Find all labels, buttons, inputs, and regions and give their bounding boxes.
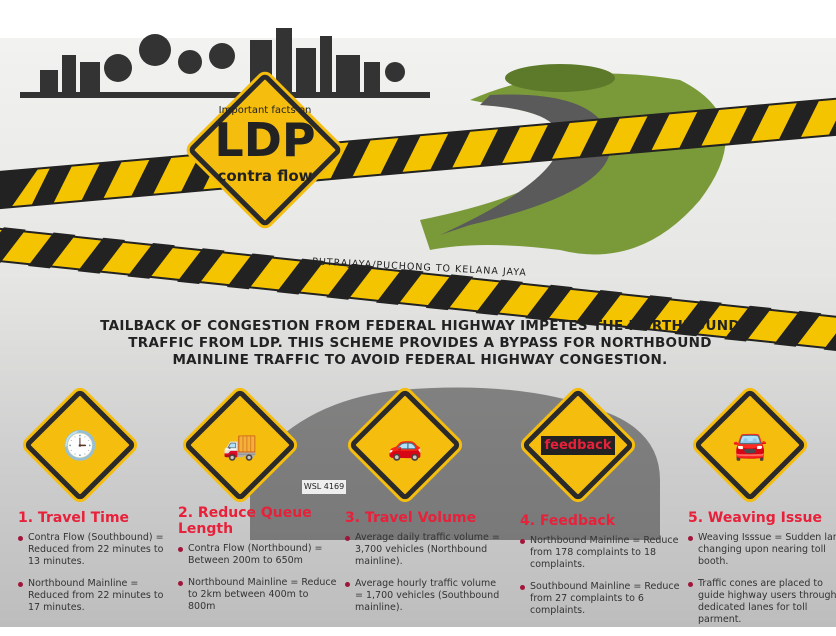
hero-title: LDP xyxy=(214,113,316,167)
tape-stripe xyxy=(579,117,621,158)
skidding-car-icon: 🚘 xyxy=(732,428,768,462)
tape-stripe xyxy=(778,100,820,140)
hero-sign: Important facts on LDP contra flow xyxy=(187,72,343,228)
tape-stripe xyxy=(0,169,23,210)
tape-stripe xyxy=(525,284,573,321)
license-plate: WSL 4169 xyxy=(302,480,346,494)
tape-stripe xyxy=(479,126,521,167)
tape-stripe xyxy=(773,310,822,347)
section-title: 4. Feedback xyxy=(520,513,616,529)
tape-stripe xyxy=(475,279,524,316)
list-item: Traffic cones are placed to guide highwa… xyxy=(688,578,836,626)
list-item: Southbound Mainline = Reduce from 27 com… xyxy=(520,581,680,617)
traffic-queue-icon: 🚚 xyxy=(222,428,258,462)
tape-stripe xyxy=(429,130,471,171)
tape-stripe xyxy=(629,113,670,154)
tape-stripe xyxy=(31,165,73,206)
tape-stripe xyxy=(330,139,372,180)
tape-stripe xyxy=(326,263,374,300)
list-item: Contra Flow (Northbound) = Between 200m … xyxy=(178,543,338,567)
tape-stripe xyxy=(425,274,474,311)
tape-stripe xyxy=(127,242,175,279)
tape-stripe xyxy=(674,300,722,337)
hero-small: Important facts on xyxy=(218,105,312,116)
city-skyline-icon xyxy=(20,28,430,98)
list-item: Northbound Mainline = Reduce from 178 co… xyxy=(520,535,680,571)
traffic-jam-icon: 🚗 xyxy=(387,428,423,462)
tape-stripe xyxy=(624,295,673,332)
headline: TAILBACK OF CONGESTION FROM FEDERAL HIGH… xyxy=(100,318,740,368)
tape-stripe xyxy=(823,316,836,352)
tape-stripe xyxy=(0,227,26,264)
list-item: Average daily traffic volume = 3,700 veh… xyxy=(345,532,505,568)
tape-stripe xyxy=(728,104,770,145)
feedback-icon: feedback xyxy=(541,410,615,480)
tape-stripe xyxy=(177,248,225,285)
tape-stripe xyxy=(77,237,126,274)
list-item: Northbound Mainline = Reduced from 22 mi… xyxy=(18,578,178,614)
tape-stripe xyxy=(226,253,275,290)
hero-subtitle: contra flow xyxy=(217,167,313,185)
tape-stripe xyxy=(376,269,424,305)
tape-stripe xyxy=(529,122,571,162)
tape-stripe xyxy=(574,290,623,326)
tape-stripe xyxy=(276,258,325,295)
car-clock-icon: 🕒 xyxy=(62,428,98,462)
tape-stripe xyxy=(724,305,772,342)
tape-stripe xyxy=(27,232,76,269)
tape-stripe xyxy=(380,135,421,175)
list-item: Weaving Isssue = Sudden lane changing up… xyxy=(688,532,836,568)
list-item: Average hourly traffic volume = 1,700 ve… xyxy=(345,578,505,614)
caution-tape xyxy=(0,95,836,352)
section-title: 2. Reduce Queue Length xyxy=(178,505,312,537)
section-title: 3. Travel Volume xyxy=(345,510,477,526)
section-title: 1. Travel Time xyxy=(18,510,130,526)
tape-stripe xyxy=(131,156,172,197)
section-title: 5. Weaving Issue xyxy=(688,510,822,526)
list-item: Northbound Mainline = Reduce to 2km betw… xyxy=(178,577,338,613)
tape-stripe xyxy=(678,108,720,149)
list-item: Contra Flow (Southbound) = Reduced from … xyxy=(18,532,178,568)
tape-stripe xyxy=(81,161,122,201)
